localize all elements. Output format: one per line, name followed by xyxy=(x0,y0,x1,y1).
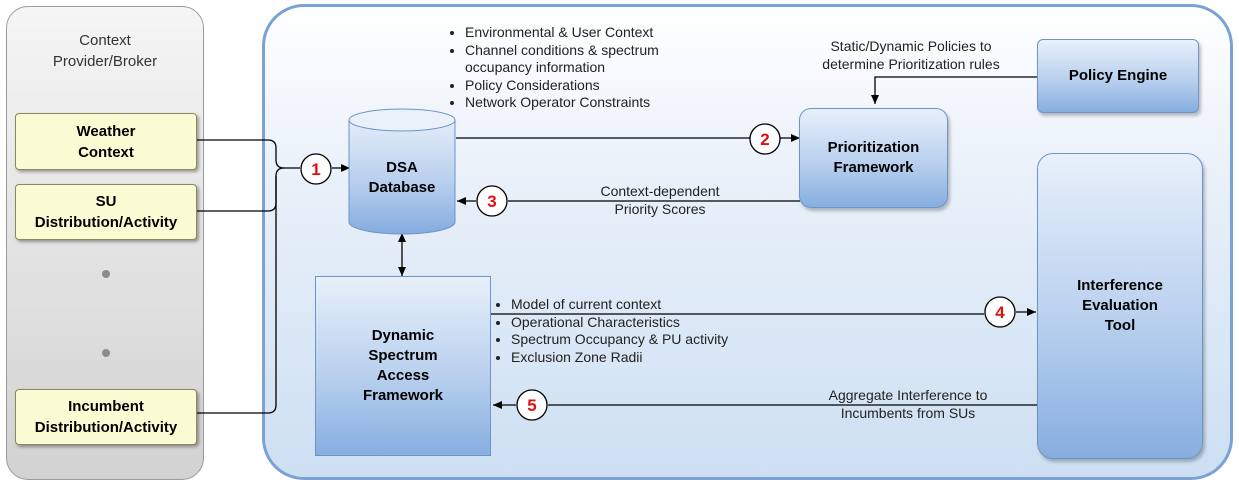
framework-output-item: Operational Characteristics xyxy=(511,314,813,332)
dsa-database-label: DSA Database xyxy=(368,159,436,196)
db-inputs-list: Environmental & User Context Channel con… xyxy=(447,24,747,112)
step-1-circle: 1 xyxy=(300,153,332,185)
svg-text:5: 5 xyxy=(527,396,536,415)
policy-arrow xyxy=(871,76,1037,104)
db-input-item: Policy Considerations xyxy=(465,77,747,95)
step-2-circle: 2 xyxy=(749,123,781,155)
step-3-circle: 3 xyxy=(476,185,508,217)
su-connector xyxy=(197,167,285,212)
weather-connector xyxy=(197,139,300,169)
framework-output-item: Exclusion Zone Radii xyxy=(511,349,813,367)
ellipsis-dot xyxy=(102,349,110,357)
framework-output-item: Spectrum Occupancy & PU activity xyxy=(511,331,813,349)
db-input-item: Environmental & User Context xyxy=(465,24,747,42)
policies-label: Static/Dynamic Policies to determine Pri… xyxy=(822,38,1000,72)
svg-text:4: 4 xyxy=(995,303,1005,322)
framework-output-item: Model of current context xyxy=(511,296,813,314)
step-5-circle: 5 xyxy=(516,389,548,421)
svg-text:1: 1 xyxy=(311,160,320,179)
db-input-item: Network Operator Constraints xyxy=(465,94,747,112)
ellipsis-dot xyxy=(102,270,110,278)
aggregate-interference-label: Aggregate Interference to Incumbents fro… xyxy=(828,387,988,421)
svg-text:2: 2 xyxy=(760,130,769,149)
step-4-circle: 4 xyxy=(984,296,1016,328)
framework-outputs-list: Model of current context Operational Cha… xyxy=(493,296,813,366)
dsa-database-cylinder xyxy=(348,108,456,235)
policy-engine-box: Policy Engine xyxy=(1037,39,1199,113)
svg-text:3: 3 xyxy=(487,192,496,211)
priority-scores-label: Context-dependent Priority Scores xyxy=(600,183,720,217)
incumbent-connector xyxy=(197,176,277,414)
context-provider-title: Context Provider/Broker xyxy=(52,32,158,70)
